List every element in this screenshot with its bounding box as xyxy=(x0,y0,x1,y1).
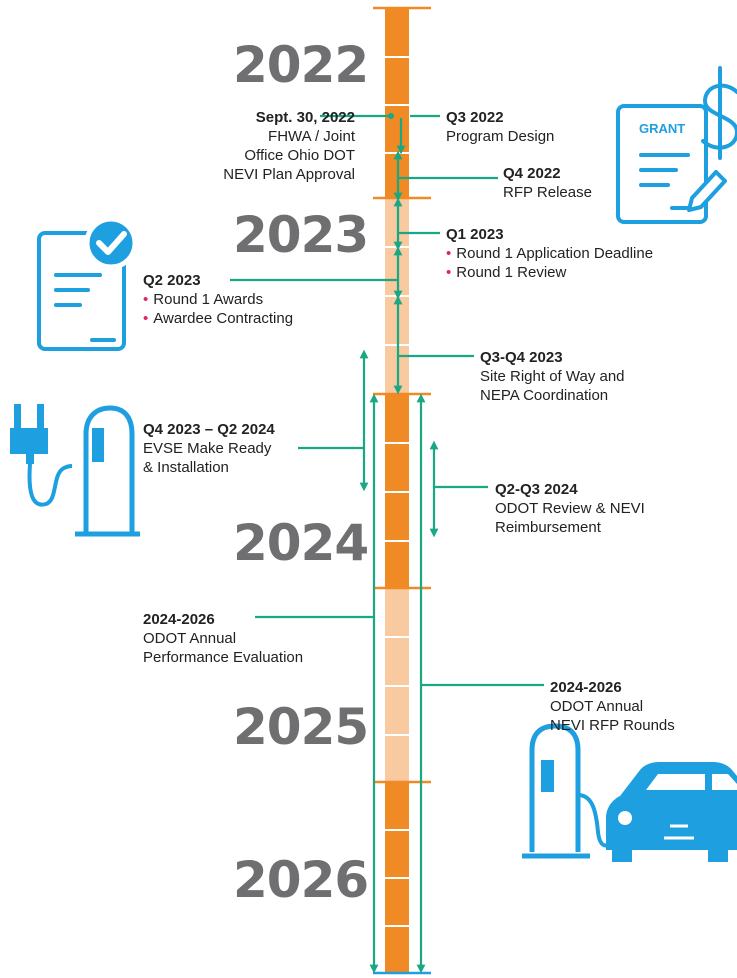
milestone-heading: Q2 2023 xyxy=(143,272,201,289)
milestone-q3q4-2023: Q3-Q4 2023 Site Right of Way and NEPA Co… xyxy=(480,348,625,405)
checked-document-icon xyxy=(37,216,138,351)
milestone-line: & Installation xyxy=(143,459,229,476)
milestone-bullet: Round 1 Review xyxy=(446,263,653,282)
year-2023: 2023 xyxy=(233,206,369,264)
milestone-q4-2022: Q4 2022 RFP Release xyxy=(503,164,592,202)
milestone-annual-rfp: 2024-2026 ODOT Annual NEVI RFP Rounds xyxy=(550,678,675,735)
timeline-connectors xyxy=(230,113,544,974)
milestone-q2q3-2024: Q2-Q3 2024 ODOT Review & NEVI Reimbursem… xyxy=(495,480,645,537)
milestone-line: NEVI Plan Approval xyxy=(223,166,355,183)
milestone-line: NEPA Coordination xyxy=(480,387,609,404)
milestone-line: Site Right of Way and xyxy=(480,368,625,385)
milestone-bullet: Round 1 Awards xyxy=(143,290,293,309)
year-2026: 2026 xyxy=(233,851,369,909)
milestone-nevi-approval: Sept. 30, 2022 FHWA / Joint Office Ohio … xyxy=(223,108,355,184)
timeline-bar xyxy=(373,6,431,975)
milestone-line: ODOT Annual xyxy=(143,630,237,647)
ev-charger-plug-icon xyxy=(10,404,140,537)
milestone-bullet: Awardee Contracting xyxy=(143,309,293,328)
milestone-line: Reimbursement xyxy=(495,519,601,536)
milestone-q2-2023: Q2 2023 Round 1 Awards Awardee Contracti… xyxy=(143,271,293,328)
milestone-heading: Q3-Q4 2023 xyxy=(480,349,563,366)
svg-text:GRANT: GRANT xyxy=(639,121,685,136)
milestone-q3-2022: Q3 2022 Program Design xyxy=(446,108,554,146)
milestone-heading: Q3 2022 xyxy=(446,109,504,126)
milestone-heading: 2024-2026 xyxy=(143,611,215,628)
year-2025: 2025 xyxy=(233,698,369,756)
year-2024: 2024 xyxy=(233,514,369,572)
milestone-annual-evaluation: 2024-2026 ODOT Annual Performance Evalua… xyxy=(143,610,303,667)
milestone-line: FHWA / Joint xyxy=(268,128,355,145)
milestone-line: Performance Evaluation xyxy=(143,649,304,666)
milestone-line: NEVI RFP Rounds xyxy=(550,717,675,734)
milestone-heading: Sept. 30, 2022 xyxy=(255,109,355,126)
milestone-line: ODOT Annual xyxy=(550,698,644,715)
milestone-line: RFP Release xyxy=(503,184,592,201)
milestone-q1-2023: Q1 2023 Round 1 Application Deadline Rou… xyxy=(446,225,653,282)
milestone-heading: Q1 2023 xyxy=(446,226,504,243)
milestone-line: Office Ohio DOT xyxy=(244,147,355,164)
milestone-bullet: Round 1 Application Deadline xyxy=(446,244,653,263)
milestone-heading: Q2-Q3 2024 xyxy=(495,481,578,498)
milestone-line: ODOT Review & NEVI xyxy=(495,500,645,517)
milestone-evse: Q4 2023 – Q2 2024 EVSE Make Ready & Inst… xyxy=(143,420,275,477)
milestone-heading: 2024-2026 xyxy=(550,679,622,696)
ev-charger-car-icon xyxy=(522,723,737,862)
year-2022: 2022 xyxy=(233,36,369,94)
grant-document-dollar-icon: GRANT xyxy=(616,66,737,224)
milestone-line: Program Design xyxy=(446,128,555,145)
milestone-heading: Q4 2022 xyxy=(503,165,561,182)
milestone-heading: Q4 2023 – Q2 2024 xyxy=(143,421,275,438)
milestone-line: EVSE Make Ready xyxy=(143,440,272,457)
